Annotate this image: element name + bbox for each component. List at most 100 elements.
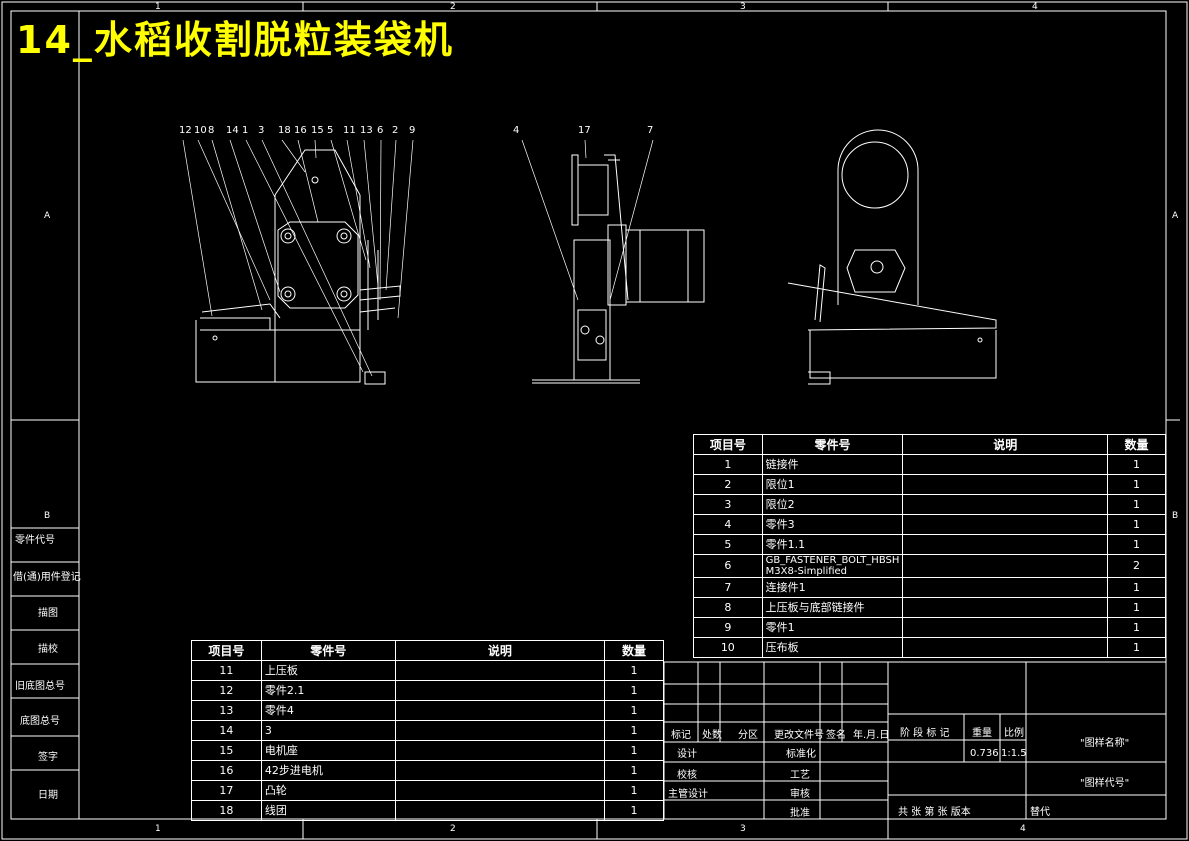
bom-left-cell-no: 13 bbox=[191, 700, 262, 721]
bom-right-cell-qty: 1 bbox=[1107, 637, 1166, 658]
bom-right-header-part: 零件号 bbox=[761, 434, 904, 455]
bom-left-cell-desc bbox=[394, 760, 606, 781]
callout-label: 10 bbox=[194, 125, 207, 136]
bom-left-cell-part: 线团 bbox=[260, 800, 396, 821]
bom-right-cell-desc bbox=[902, 597, 1109, 618]
bom-left-cell-desc bbox=[394, 700, 606, 721]
bom-right-cell-qty: 1 bbox=[1107, 454, 1166, 475]
bom-left-cell-qty: 1 bbox=[604, 780, 664, 801]
bom-right-cell-qty: 2 bbox=[1107, 554, 1166, 578]
bom-left-cell-no: 14 bbox=[191, 720, 262, 741]
callout-label: 18 bbox=[278, 125, 291, 136]
tb-weight-label: 重量 bbox=[972, 728, 992, 739]
zone-number-1-bottom: 1 bbox=[155, 824, 161, 834]
tb-rev-count: 处数 bbox=[702, 730, 722, 741]
bom-right-cell-desc bbox=[902, 474, 1109, 495]
bom-left-cell-part: 零件4 bbox=[260, 700, 396, 721]
zone-number-4-bottom: 4 bbox=[1020, 824, 1026, 834]
bom-right-cell-desc bbox=[902, 534, 1109, 555]
tb-design: 设计 bbox=[677, 749, 697, 760]
zone-letter-b-right: B bbox=[1172, 511, 1178, 521]
callout-label: 17 bbox=[578, 125, 591, 136]
bom-right-cell-desc bbox=[902, 617, 1109, 638]
drawing-title-overlay: 14_水稻收割脱粒装袋机 bbox=[16, 18, 454, 62]
callout-label: 3 bbox=[258, 125, 265, 136]
callout-label: 13 bbox=[360, 125, 373, 136]
bom-right-cell-no: 10 bbox=[693, 637, 763, 658]
strip-base-no: 底图总号 bbox=[20, 716, 60, 727]
bom-left-header-no: 项目号 bbox=[191, 640, 262, 661]
bom-right-cell-part: 零件1.1 bbox=[761, 534, 904, 555]
bom-right-cell-part: 限位2 bbox=[761, 494, 904, 515]
zone-number-3-bottom: 3 bbox=[740, 824, 746, 834]
bom-right-cell-no: 6 bbox=[693, 554, 763, 578]
bom-left-header-qty: 数量 bbox=[604, 640, 664, 661]
bom-left-cell-qty: 1 bbox=[604, 660, 664, 681]
tb-replace: 替代 bbox=[1030, 807, 1050, 818]
tb-stage-label: 阶 段 标 记 bbox=[900, 728, 950, 739]
bom-right-cell-qty: 1 bbox=[1107, 617, 1166, 638]
callout-label: 15 bbox=[311, 125, 324, 136]
callout-label: 9 bbox=[409, 125, 416, 136]
bom-left-cell-no: 18 bbox=[191, 800, 262, 821]
bom-right-header-desc: 说明 bbox=[902, 434, 1109, 455]
zone-number-3: 3 bbox=[740, 2, 746, 12]
strip-borrowed-register: 借(通)用件登记 bbox=[13, 572, 81, 583]
callout-label: 1 bbox=[242, 125, 249, 136]
tb-rev-sign: 签名 bbox=[826, 730, 846, 741]
bom-left-cell-no: 11 bbox=[191, 660, 262, 681]
bom-right-cell-part: GB_FASTENER_BOLT_HBSH M3X8-Simplified bbox=[761, 554, 904, 578]
bom-left-cell-qty: 1 bbox=[604, 680, 664, 701]
strip-part-code: 零件代号 bbox=[15, 535, 55, 546]
callout-label: 5 bbox=[327, 125, 334, 136]
bom-right-cell-no: 8 bbox=[693, 597, 763, 618]
bom-right-cell-part: 限位1 bbox=[761, 474, 904, 495]
bom-right-cell-no: 9 bbox=[693, 617, 763, 638]
bom-left-cell-part: 3 bbox=[260, 720, 396, 741]
callout-label: 16 bbox=[294, 125, 307, 136]
bom-right-cell-part: 上压板与底部链接件 bbox=[761, 597, 904, 618]
strip-old-base-no: 旧底图总号 bbox=[15, 681, 65, 692]
bom-right-cell-no: 1 bbox=[693, 454, 763, 475]
tb-weight-value: 0.736 bbox=[970, 748, 999, 759]
tb-rev-date: 年.月.日 bbox=[853, 730, 890, 741]
zone-number-2: 2 bbox=[450, 2, 456, 12]
tb-drawing-name: "图样名称" bbox=[1080, 738, 1130, 749]
zone-letter-b: B bbox=[44, 511, 50, 521]
bom-left-cell-qty: 1 bbox=[604, 700, 664, 721]
bom-right-cell-qty: 1 bbox=[1107, 514, 1166, 535]
bom-right-cell-no: 3 bbox=[693, 494, 763, 515]
callout-label: 4 bbox=[513, 125, 520, 136]
bom-left-cell-no: 16 bbox=[191, 760, 262, 781]
bom-left-header-part: 零件号 bbox=[260, 640, 396, 661]
bom-left-cell-desc bbox=[394, 800, 606, 821]
bom-right-header-no: 项目号 bbox=[693, 434, 763, 455]
bom-left-cell-desc bbox=[394, 680, 606, 701]
bom-left-cell-desc bbox=[394, 740, 606, 761]
bom-left-cell-no: 17 bbox=[191, 780, 262, 801]
bom-right-cell-desc bbox=[902, 494, 1109, 515]
tb-scale-value: 1:1.5 bbox=[1001, 748, 1027, 759]
bom-left-cell-qty: 1 bbox=[604, 760, 664, 781]
bom-left-cell-desc bbox=[394, 720, 606, 741]
bom-left-cell-no: 15 bbox=[191, 740, 262, 761]
bom-right-cell-desc bbox=[902, 514, 1109, 535]
bom-left-cell-desc bbox=[394, 780, 606, 801]
zone-letter-a-right: A bbox=[1172, 211, 1179, 221]
